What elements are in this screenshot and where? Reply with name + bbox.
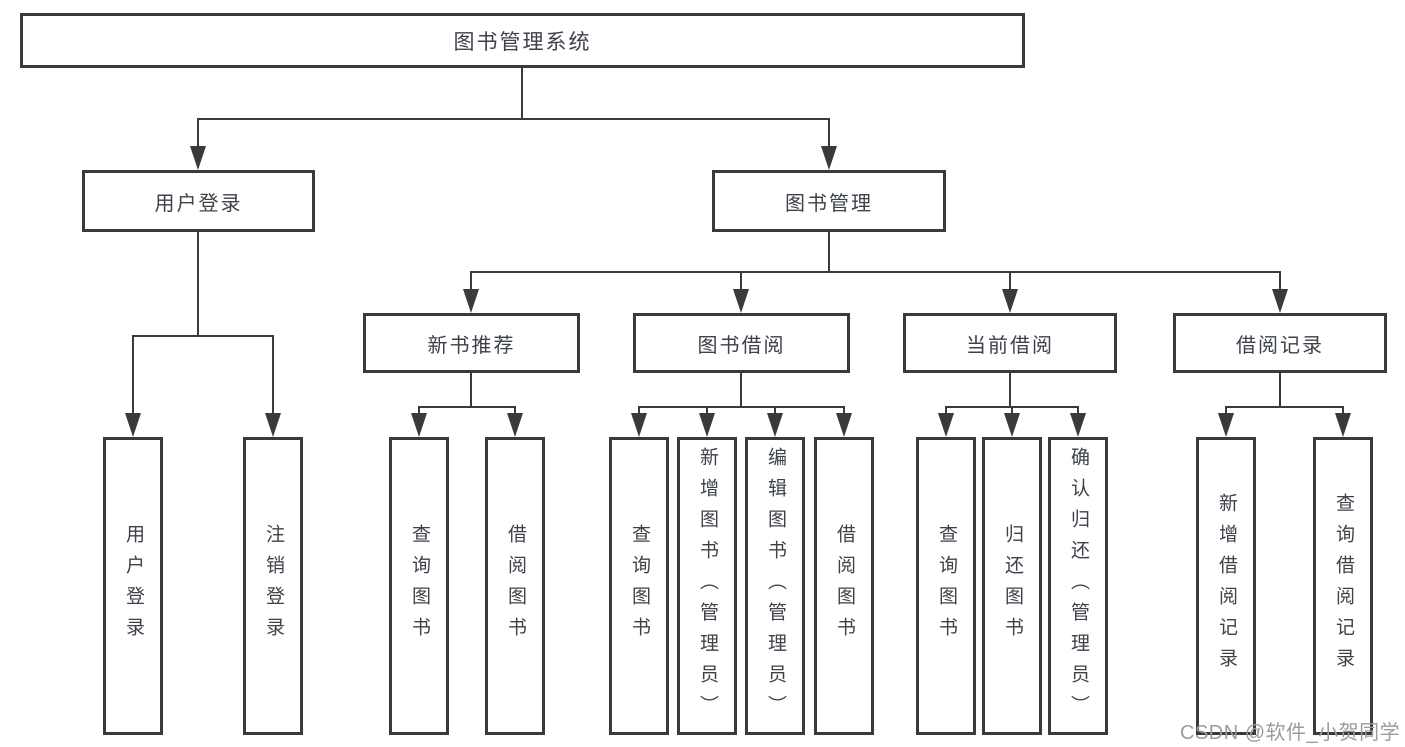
leaf-borrow-books: 借阅图书 [814,437,874,735]
leaf-label: 查询图书 [935,524,957,648]
arrowhead [938,413,954,437]
arrowhead [265,413,281,437]
leaf-user-login: 用户登录 [103,437,163,735]
arrowhead [1335,413,1351,437]
arrowhead [1070,413,1086,437]
leaf-query-borrow-record: 查询借阅记录 [1313,437,1373,735]
leaf-label: 借阅图书 [504,524,526,648]
arrowhead [507,413,523,437]
leaf-query-books-recommend: 查询图书 [389,437,449,735]
node-borrow-records: 借阅记录 [1173,313,1387,373]
node-new-book-recommend: 新书推荐 [363,313,580,373]
leaf-logout: 注销登录 [243,437,303,735]
leaf-label: 查询图书 [408,524,430,648]
leaf-edit-books-admin: 编辑图书（管理员） [745,437,805,735]
arrowheads [125,146,1351,437]
leaf-add-borrow-record: 新增借阅记录 [1196,437,1256,735]
arrowhead [1002,289,1018,313]
connector-lines [132,67,1344,416]
leaf-label: 确认归还（管理员） [1067,446,1089,726]
arrowhead [836,413,852,437]
leaf-add-books-admin: 新增图书（管理员） [677,437,737,735]
leaf-borrow-books-recommend: 借阅图书 [485,437,545,735]
leaf-label: 编辑图书（管理员） [764,446,786,726]
arrowhead [190,146,206,170]
leaf-label: 注销登录 [262,524,284,648]
arrowhead [733,289,749,313]
leaf-label: 查询借阅记录 [1332,493,1354,679]
arrowhead [767,413,783,437]
leaf-label: 归还图书 [1001,524,1023,648]
arrowhead [463,289,479,313]
arrowhead [411,413,427,437]
leaf-label: 查询图书 [628,524,650,648]
leaf-label: 新增图书（管理员） [696,446,718,726]
leaf-confirm-return-admin: 确认归还（管理员） [1048,437,1108,735]
arrowhead [1004,413,1020,437]
arrowhead [1272,289,1288,313]
leaf-label: 借阅图书 [833,524,855,648]
leaf-label: 用户登录 [122,524,144,648]
leaf-query-books-borrowing: 查询图书 [609,437,669,735]
csdn-watermark: CSDN @软件_小贺同学 [1180,722,1401,744]
node-user-login: 用户登录 [82,170,315,232]
leaf-query-books-current: 查询图书 [916,437,976,735]
arrowhead [631,413,647,437]
arrowhead [1218,413,1234,437]
node-root-system: 图书管理系统 [20,13,1025,68]
arrowhead [821,146,837,170]
node-book-borrowing: 图书借阅 [633,313,850,373]
node-current-borrowing: 当前借阅 [903,313,1117,373]
node-book-management: 图书管理 [712,170,946,232]
arrowhead [699,413,715,437]
leaf-return-books: 归还图书 [982,437,1042,735]
arrowhead [125,413,141,437]
leaf-label: 新增借阅记录 [1215,493,1237,679]
